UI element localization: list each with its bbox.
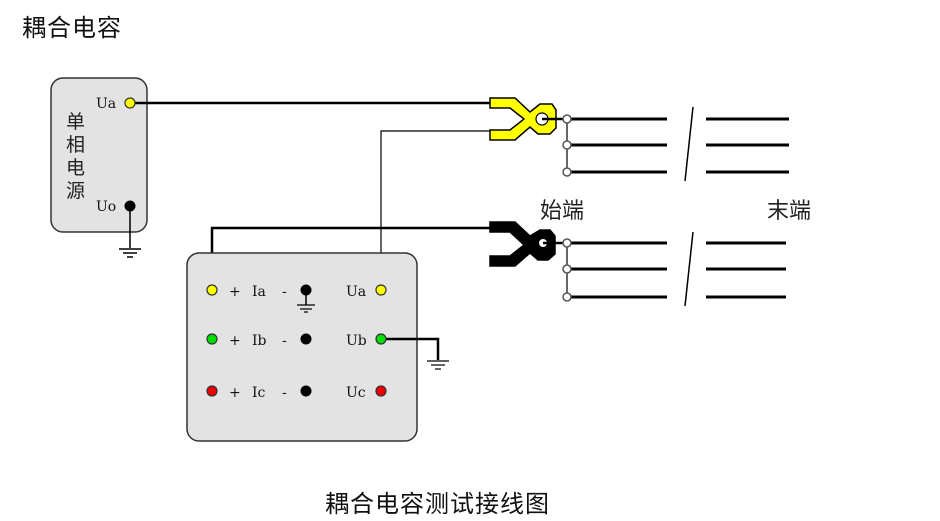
tester-ua-wire	[380, 130, 495, 290]
ic-minus-terminal[interactable]	[300, 385, 312, 397]
ic-plus-terminal[interactable]	[206, 385, 218, 397]
source-ua-label: Ua	[96, 96, 116, 112]
tester-uc-terminal[interactable]	[375, 385, 387, 397]
ia-plus-terminal[interactable]	[206, 284, 218, 296]
source-label-char: 源	[66, 180, 85, 202]
source-label-char: 单	[66, 111, 85, 133]
start-end-label: 始端	[540, 199, 584, 224]
source-label-char: 相	[66, 134, 85, 156]
tester-ub-terminal[interactable]	[375, 333, 387, 345]
break-mark	[684, 106, 694, 182]
ic-minus-label: -	[282, 385, 287, 401]
source-label-char: 电	[66, 157, 85, 179]
upper-line-group	[562, 106, 789, 182]
black-clamp-icon[interactable]	[489, 221, 556, 267]
page-title: 耦合电容	[22, 14, 122, 42]
ib-plus-label: +	[229, 333, 241, 349]
source-uo-terminal[interactable]	[124, 200, 136, 212]
tester-ua-terminal[interactable]	[375, 284, 387, 296]
far-end-label: 末端	[767, 199, 811, 224]
break-mark	[684, 231, 694, 307]
ib-minus-label: -	[282, 333, 287, 349]
source-box	[50, 77, 148, 233]
diagram-caption: 耦合电容测试接线图	[325, 490, 550, 518]
ia-label: Ia	[252, 284, 266, 300]
source-uo-label: Uo	[96, 199, 116, 215]
tester-uc-label: Uc	[346, 385, 366, 401]
ic-label: Ic	[252, 385, 266, 401]
tester-ua-label: Ua	[346, 284, 366, 300]
ia-minus-label: -	[282, 284, 287, 300]
source-ua-terminal[interactable]	[124, 97, 136, 109]
ic-plus-label: +	[229, 385, 241, 401]
ia-minus-terminal[interactable]	[300, 284, 312, 296]
ub-ground-wire	[381, 337, 440, 360]
ib-plus-terminal[interactable]	[206, 333, 218, 345]
single-phase-source: 单 相 电 源 Ua Uo	[50, 77, 148, 233]
ground-icon	[119, 248, 141, 258]
ib-minus-terminal[interactable]	[300, 333, 312, 345]
ground-icon	[297, 304, 315, 313]
ia-plus-label: +	[229, 284, 241, 300]
ground-icon	[427, 360, 449, 370]
lower-line-group	[562, 231, 786, 307]
tester-box: + Ia - Ua + Ib - Ub + Ic - Uc	[186, 252, 418, 442]
ib-label: Ib	[252, 333, 267, 349]
tester-ub-label: Ub	[346, 333, 367, 349]
